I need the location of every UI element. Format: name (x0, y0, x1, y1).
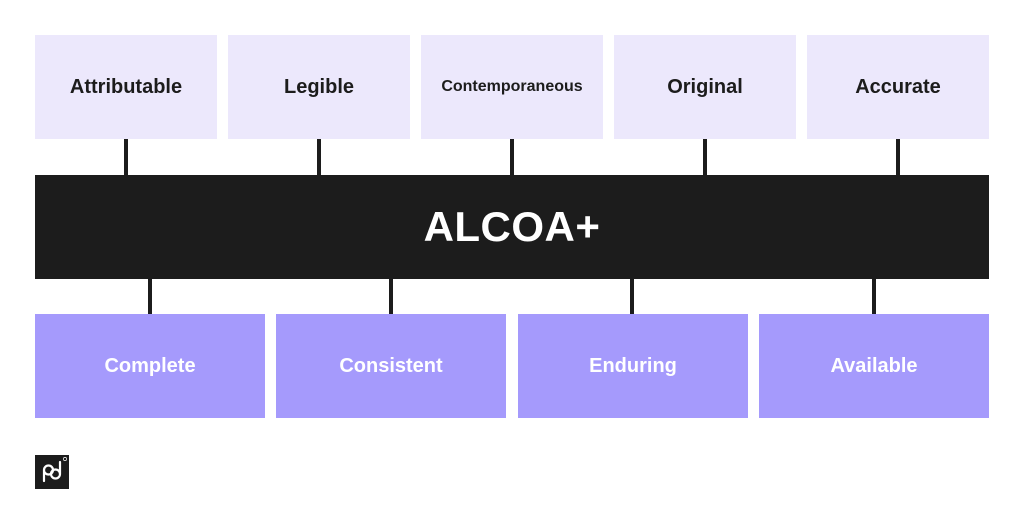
connector-available (872, 279, 876, 314)
connector-accurate (896, 139, 900, 175)
connector-contemporaneous (510, 139, 514, 175)
connector-enduring (630, 279, 634, 314)
principle-label: Original (667, 75, 743, 98)
principle-label: Attributable (69, 75, 183, 98)
principle-enduring: Enduring (518, 314, 748, 418)
connector-original (703, 139, 707, 175)
principle-legible: Legible (228, 35, 410, 139)
principle-contemporaneous: Contemporaneous (421, 35, 603, 139)
principle-consistent: Consistent (276, 314, 506, 418)
principle-label: Available (830, 354, 918, 377)
principle-label: Consistent (339, 354, 443, 377)
principle-label: Legible (283, 75, 354, 98)
alcoa-bar: ALCOA+ (35, 175, 989, 279)
brand-logo-icon (35, 455, 69, 489)
connector-consistent (389, 279, 393, 314)
principle-label: Accurate (855, 75, 941, 98)
principle-original: Original (614, 35, 796, 139)
principle-label: Complete (104, 354, 196, 377)
principle-available: Available (759, 314, 989, 418)
principle-complete: Complete (35, 314, 265, 418)
connector-legible (317, 139, 321, 175)
connector-attributable (124, 139, 128, 175)
principle-accurate: Accurate (807, 35, 989, 139)
principle-label: Contemporaneous (441, 78, 583, 95)
brand-logo-icon-graphic (42, 457, 67, 483)
diagram-title: ALCOA+ (423, 203, 601, 250)
principle-attributable: Attributable (35, 35, 217, 139)
connector-complete (148, 279, 152, 314)
principle-label: Enduring (589, 354, 677, 377)
